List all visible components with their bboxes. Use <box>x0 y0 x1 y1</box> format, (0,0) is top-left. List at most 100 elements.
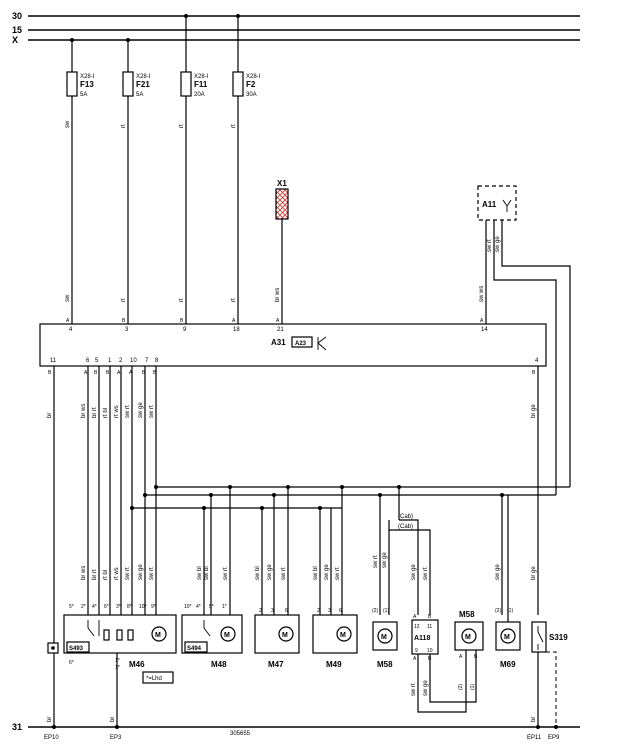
m47-label: M47 <box>268 660 284 669</box>
pin-number: 9 <box>183 327 187 333</box>
pin-label: 6 <box>285 608 288 614</box>
transistor-icon <box>317 336 327 351</box>
wire-label: sw rt <box>125 405 131 418</box>
module-a23-label: A23 <box>295 341 307 347</box>
pin-label: (1) <box>383 608 389 614</box>
wire-label: sw rt <box>223 567 229 580</box>
pin-label: 11 <box>427 624 432 630</box>
motor-symbol: M <box>340 632 346 639</box>
pin-label: 12 <box>414 624 420 630</box>
motor-symbol: M <box>282 632 288 639</box>
wire-label: br <box>47 717 53 722</box>
wire-label: rt ws <box>114 405 120 418</box>
pin-number: 21 <box>277 327 284 333</box>
motor-icon <box>220 626 236 642</box>
pin-number: 5 <box>95 358 99 364</box>
wire-label: br ge <box>531 404 537 418</box>
pin-label: 9* <box>151 604 156 610</box>
a11-wire-label: sw rt <box>487 239 493 252</box>
wire-label: sw rt <box>423 567 429 580</box>
switch-icon <box>537 626 544 650</box>
lhd-note: *=Lhd <box>146 676 162 682</box>
ground-point-label: EP11 <box>527 735 542 741</box>
wire-label: rt <box>121 124 127 128</box>
wire-label: sw rt <box>335 567 341 580</box>
x1-wire-label: br ws <box>275 288 281 302</box>
fuse-f2-name: F2 <box>246 80 256 89</box>
pin-number: 1 <box>108 358 112 364</box>
pin-label: 4* <box>92 604 97 610</box>
wire-label: br ws <box>81 404 87 418</box>
wire-label: sw rt <box>411 683 417 696</box>
pin-letter: A <box>129 370 133 376</box>
m49-label: M49 <box>326 660 342 669</box>
resistor-icon <box>103 629 110 641</box>
module-a23-box <box>291 336 313 348</box>
fuse-f11-rating: 20A <box>194 92 205 98</box>
s493-label: S493 <box>69 646 84 652</box>
pin-label: A <box>459 654 463 660</box>
pin-label: (2) <box>372 608 378 614</box>
fuse-f13-rating: 5A <box>80 92 87 98</box>
pin-label: 8* <box>127 604 132 610</box>
fuse-f11-conn: X28-I <box>194 74 209 80</box>
motor-symbol: M <box>381 634 387 641</box>
pin-label: 3 <box>328 608 331 614</box>
cab-label: (Cab) <box>398 514 413 520</box>
motor-symbol: M <box>224 632 230 639</box>
pin-letter: B <box>48 370 52 376</box>
pin-letter: B <box>153 370 157 376</box>
junction-dot <box>143 493 147 497</box>
antenna-icon <box>502 199 512 212</box>
pin-letter: B <box>94 370 98 376</box>
a11-wire-label: sw ws <box>479 286 485 302</box>
pin-label: 9 <box>415 648 418 654</box>
pin-letter: A <box>276 318 280 324</box>
a11-label: A11 <box>482 200 497 209</box>
wire-label: rt <box>231 124 237 128</box>
fuse-f13-name: F13 <box>80 80 94 89</box>
pin-label: 5* <box>69 604 74 610</box>
pin-label: A <box>413 614 417 620</box>
fuse-f21 <box>122 71 134 97</box>
pin-label: 6* <box>104 604 109 610</box>
pin-letter: B <box>532 370 536 376</box>
pin-number: 6 <box>86 358 90 364</box>
motor-symbol: M <box>465 634 471 641</box>
fuse-f13-conn: X28-I <box>80 74 95 80</box>
pin-label: (1) <box>470 684 476 690</box>
m48-label: M48 <box>211 660 227 669</box>
pin-letter: B <box>142 370 146 376</box>
wire-label: sw rt <box>281 567 287 580</box>
wire <box>501 220 571 487</box>
motor-icon <box>500 628 516 644</box>
pin-number: 3 <box>125 327 129 333</box>
motor-icon <box>336 626 352 642</box>
fuse-f21-name: F21 <box>136 80 150 89</box>
wire <box>417 650 467 713</box>
module-a31-label: A31 <box>271 338 286 347</box>
motor-icon <box>151 626 167 642</box>
pin-letter: A <box>117 370 121 376</box>
resistor-icon <box>127 629 134 641</box>
wire-label: rt <box>121 298 127 302</box>
ground-point-label: EP3 <box>110 735 122 741</box>
wire-label: rt <box>179 298 185 302</box>
wire <box>493 220 557 495</box>
pin-letter: A <box>232 318 236 324</box>
wire-label: rt ws <box>114 567 120 580</box>
s319-box <box>531 621 547 653</box>
fuse-f2-conn: X28-I <box>246 74 261 80</box>
wire-label: sw bl <box>197 566 203 580</box>
rail-31-label: 31 <box>12 722 22 732</box>
wire-label: br <box>110 717 116 722</box>
pin-label: A <box>413 656 417 662</box>
motor-symbol: M <box>155 632 161 639</box>
wire-label: sw rt <box>149 405 155 418</box>
pin-number: 11 <box>50 358 57 364</box>
ground-point-label: EP9 <box>548 735 560 741</box>
s494-box <box>184 641 208 653</box>
pin-number: 18 <box>233 327 240 333</box>
wire-label: sw rt <box>125 567 131 580</box>
